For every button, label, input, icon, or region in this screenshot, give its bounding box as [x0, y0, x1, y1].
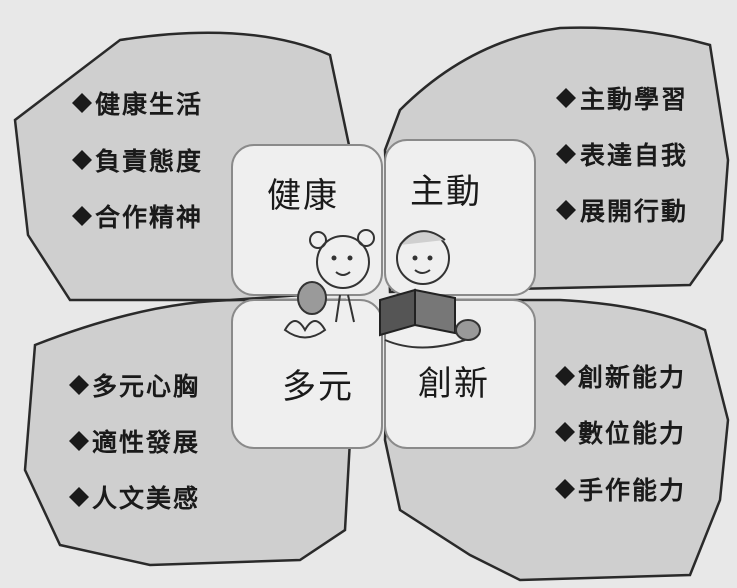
tile-label-top-right: 主動: [410, 172, 482, 212]
tile-label-bottom-right: 創新: [418, 364, 490, 404]
diamond-icon: [555, 422, 575, 442]
tile-bottom-right: [384, 299, 536, 449]
list-item: 合作精神: [72, 203, 203, 232]
tile-top-left: [231, 144, 383, 296]
list-item: 多元心胸: [69, 372, 200, 401]
petal-items-top-right: 主動學習 表達自我 展開行動: [556, 85, 688, 226]
tile-label-top-left: 健康: [267, 176, 339, 216]
list-item: 展開行動: [556, 197, 688, 226]
petal-items-top-left: 健康生活 負責態度 合作精神: [72, 90, 203, 232]
diamond-icon: [556, 88, 576, 108]
diamond-icon: [69, 487, 89, 507]
svg-text:數位能力: 數位能力: [578, 419, 686, 448]
diamond-icon: [69, 375, 89, 395]
list-item: 手作能力: [555, 476, 686, 505]
diamond-icon: [72, 93, 92, 113]
svg-text:創新能力: 創新能力: [578, 363, 686, 392]
diamond-icon: [72, 150, 92, 170]
tile-label-bottom-left: 多元: [282, 367, 354, 407]
svg-text:適性發展: 適性發展: [92, 428, 200, 457]
diamond-icon: [69, 431, 89, 451]
list-item: 適性發展: [69, 428, 200, 457]
list-item: 數位能力: [555, 419, 686, 448]
list-item: 創新能力: [555, 363, 686, 392]
svg-text:表達自我: 表達自我: [580, 141, 688, 170]
children-reading-icon: [283, 229, 481, 349]
list-item: 人文美感: [69, 484, 200, 513]
petal-items-bottom-left: 多元心胸 適性發展 人文美感: [69, 372, 200, 513]
diamond-icon: [555, 366, 575, 386]
svg-text:多元心胸: 多元心胸: [92, 372, 200, 401]
diamond-icon: [555, 479, 575, 499]
diamond-icon: [556, 200, 576, 220]
list-item: 表達自我: [556, 141, 688, 170]
list-item: 主動學習: [556, 85, 688, 114]
tile-top-right: [384, 139, 536, 296]
svg-text:健康生活: 健康生活: [95, 90, 203, 119]
diamond-icon: [556, 144, 576, 164]
svg-text:合作精神: 合作精神: [95, 203, 203, 232]
svg-text:負責態度: 負責態度: [95, 147, 203, 176]
svg-text:主動學習: 主動學習: [580, 85, 688, 114]
diamond-icon: [72, 206, 92, 226]
list-item: 健康生活: [72, 90, 203, 119]
list-item: 負責態度: [72, 147, 203, 176]
svg-text:展開行動: 展開行動: [580, 197, 688, 226]
svg-text:手作能力: 手作能力: [578, 476, 686, 505]
svg-text:人文美感: 人文美感: [92, 484, 200, 513]
petal-items-bottom-right: 創新能力 數位能力 手作能力: [555, 363, 686, 505]
